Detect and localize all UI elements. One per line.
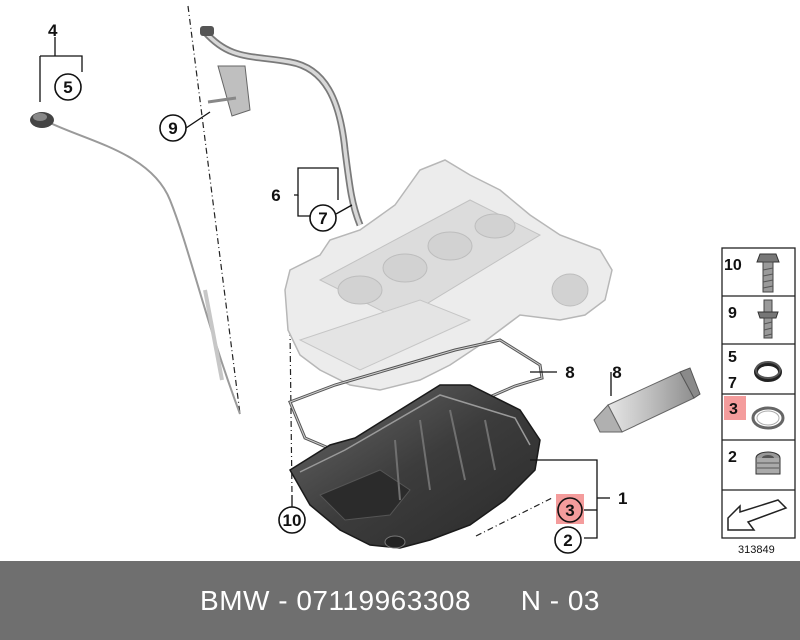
callout-2-circle [554, 526, 582, 554]
callout-3-circle [557, 497, 583, 523]
stud-bolt-icon [757, 299, 779, 339]
callout-10: 10 [283, 511, 302, 530]
legend-row-o-ring: 5 7 [728, 349, 782, 392]
callout-8-sealant: 8 [612, 363, 621, 382]
legend-highlight-3 [724, 396, 746, 420]
callout-10-circle [278, 506, 306, 534]
parts-diagram: 4 5 9 6 7 8 10 3 1 2 8 10 [30, 5, 796, 556]
callout-6: 6 [271, 186, 280, 205]
callout-5-circle [54, 73, 82, 101]
callout-4: 4 [48, 21, 58, 40]
callout-8: 8 [565, 363, 574, 382]
callout-3-highlight [556, 494, 584, 524]
legend-label-7: 7 [728, 375, 737, 392]
callout-9: 9 [168, 119, 177, 138]
callout-1: 1 [618, 489, 627, 508]
leader-lines [39, 37, 612, 539]
callout-2: 2 [563, 531, 572, 550]
engine-block [284, 159, 613, 391]
dipstick [30, 112, 241, 415]
legend-label-2: 2 [728, 449, 737, 466]
callout-9-circle [159, 114, 187, 142]
legend-row-bolt: 10 [724, 253, 780, 293]
dashed-lines [187, 5, 553, 537]
legend-label-3: 3 [729, 401, 738, 418]
sealant-tube [593, 367, 701, 433]
drain-plug-icon [755, 451, 781, 475]
legend-row-arrow [727, 499, 788, 531]
legend-label-10: 10 [724, 257, 742, 274]
parts-legend: 10 9 5 7 [721, 247, 796, 539]
oil-pan [288, 384, 541, 549]
callout-7-circle [309, 204, 337, 232]
legend-row-gasket-ring: 3 [724, 396, 785, 430]
mounting-bracket [217, 65, 251, 117]
gasket-ring-icon [751, 406, 785, 430]
legend-label-5: 5 [728, 349, 737, 366]
callout-5: 5 [63, 78, 72, 97]
dipstick-guide-tube [200, 26, 364, 227]
callouts: 4 5 9 6 7 8 10 3 1 2 8 [48, 21, 627, 554]
callout-3: 3 [565, 501, 574, 520]
o-ring-icon [754, 361, 782, 382]
callout-7: 7 [318, 209, 327, 228]
bolt-icon [756, 253, 780, 293]
reference-number: 313849 [738, 544, 775, 556]
part-number-caption: BMW - 07119963308 N - 03 [200, 584, 600, 616]
footer-bar: BMW - 07119963308 N - 03 [0, 561, 800, 640]
legend-row-stud-bolt: 9 [728, 299, 779, 339]
legend-label-9: 9 [728, 305, 737, 322]
legend-row-drain-plug: 2 [728, 449, 781, 475]
arrow-icon [727, 499, 788, 531]
